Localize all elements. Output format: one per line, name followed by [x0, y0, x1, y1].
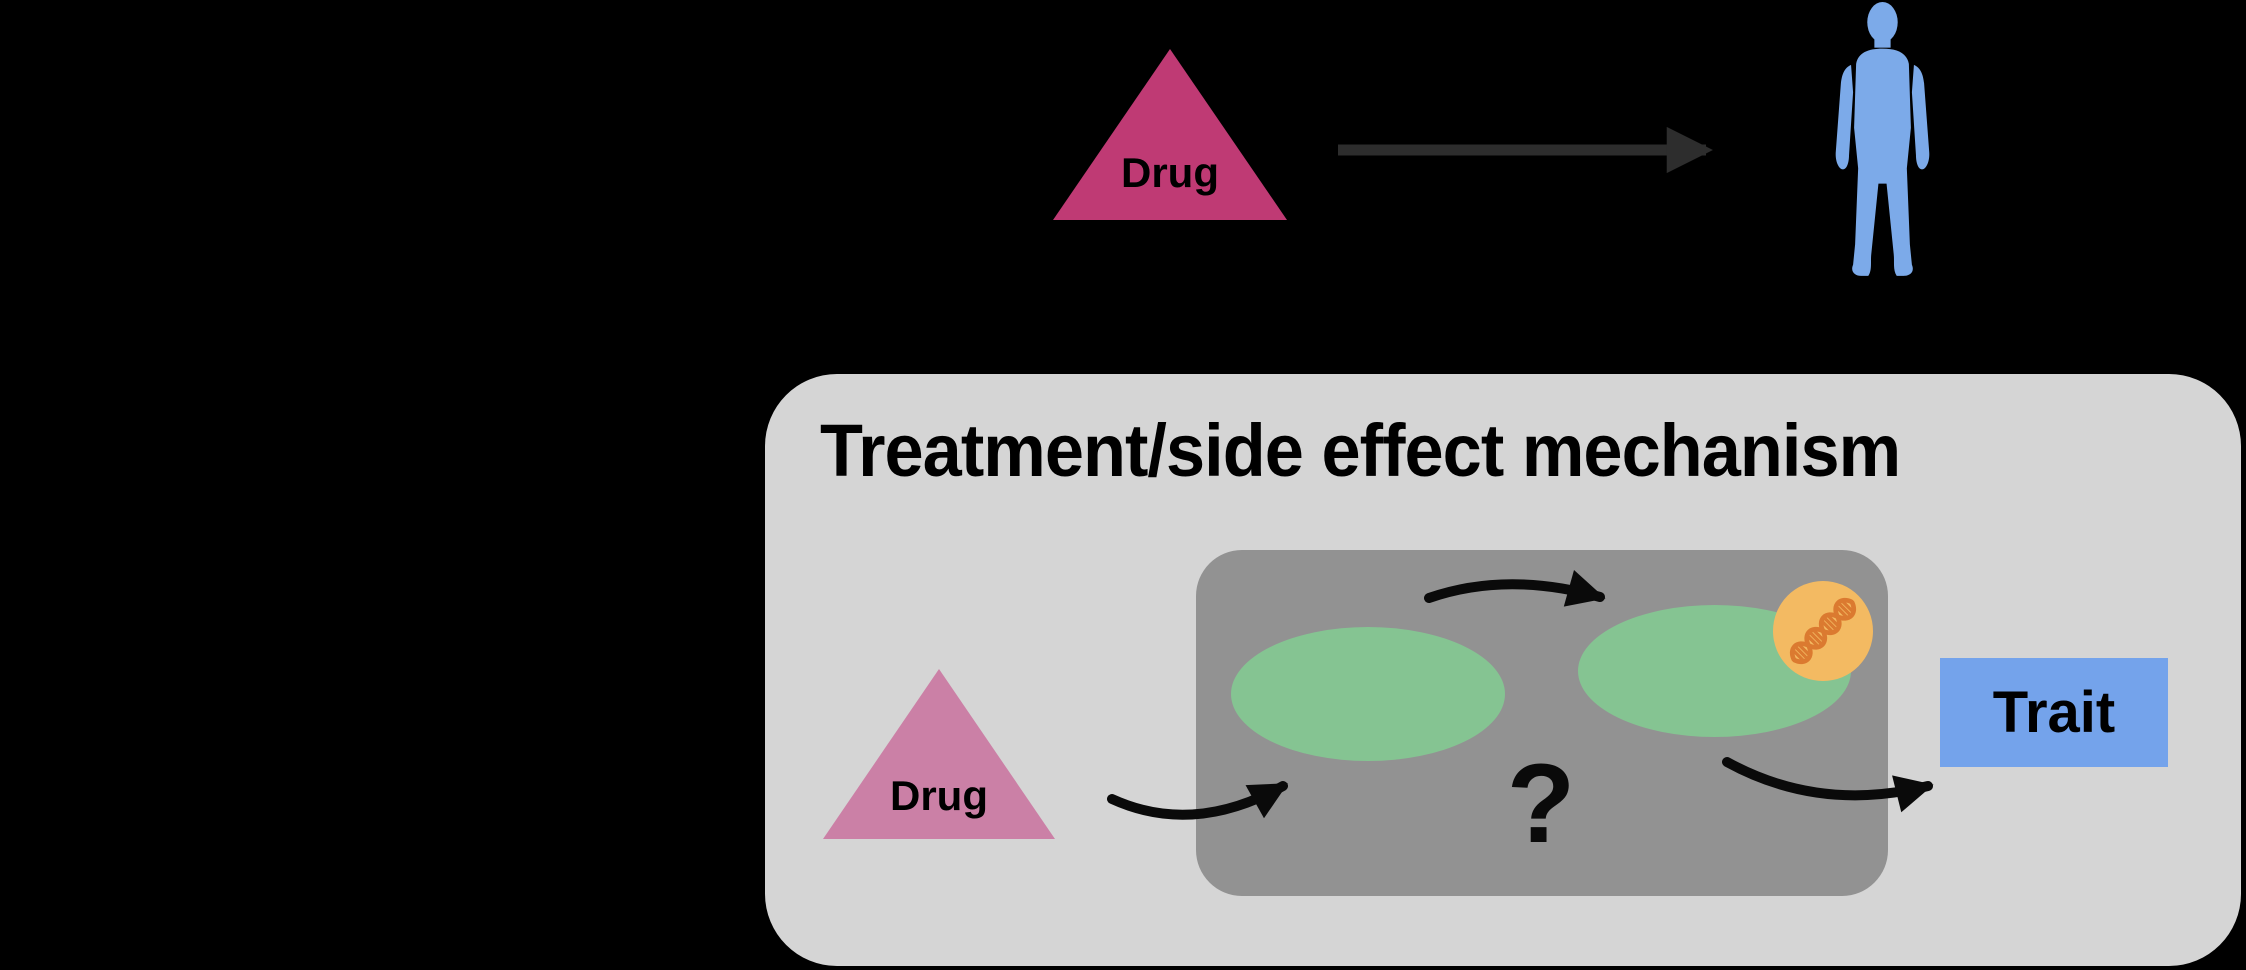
drug-triangle-top: Drug — [1053, 49, 1287, 220]
dna-helix-icon — [1789, 597, 1857, 665]
panel-title: Treatment/side effect mechanism — [820, 409, 1901, 492]
question-mark: ? — [1506, 741, 1576, 866]
green-ellipse-left — [1231, 627, 1505, 761]
drug-label: Drug — [890, 772, 988, 819]
drug-triangle-mechanism: Drug — [823, 669, 1055, 839]
trait-box: Trait — [1940, 658, 2168, 767]
dna-badge — [1773, 581, 1873, 681]
trait-label: Trait — [1992, 680, 2116, 745]
human-silhouette-icon — [1835, 2, 1930, 276]
drug-label: Drug — [1121, 149, 1219, 196]
